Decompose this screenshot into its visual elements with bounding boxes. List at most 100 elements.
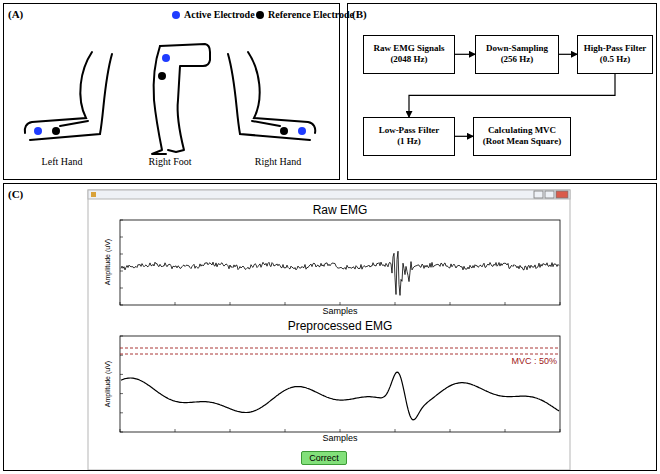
active-electrode	[298, 127, 306, 135]
arm-crease	[60, 121, 88, 126]
axis-tick	[395, 302, 396, 305]
drawing-stroke	[556, 191, 568, 198]
plot-frame	[120, 220, 560, 305]
legend-swatch	[172, 11, 180, 19]
axis-tick	[560, 429, 561, 432]
axis-tick	[120, 237, 123, 238]
process-box: Low-Pass Filter(1 Hz)	[363, 117, 455, 156]
legend-text: Reference Electrode	[268, 9, 354, 20]
leg-outline	[152, 46, 166, 154]
arm-outline	[248, 52, 315, 133]
panel: (B)Raw EMG Signals(2048 Hz)Down-Sampling…	[347, 3, 657, 180]
axis-tick	[450, 429, 451, 432]
limb-label: Right Hand	[255, 156, 301, 167]
process-box: Calculating MVC(Root Mean Square)	[473, 117, 571, 156]
reference-electrode	[52, 127, 60, 135]
box-text: (Root Mean Square)	[478, 136, 566, 147]
flow-arrow	[559, 54, 577, 55]
axis-tick	[560, 302, 561, 305]
arm-outline	[25, 52, 112, 140]
axis-tick	[120, 393, 123, 394]
reference-electrode	[158, 72, 166, 80]
app-window	[88, 190, 570, 470]
arm-outline	[228, 52, 315, 140]
axis-tick	[285, 429, 286, 432]
plot-label: Preprocessed EMG	[288, 320, 393, 333]
threshold-label: MVC : 50%	[511, 357, 557, 367]
axis-tick	[120, 220, 123, 221]
panel-label: (A)	[4, 6, 27, 22]
box-text: (0.5 Hz)	[582, 54, 648, 65]
drawing-stroke	[545, 191, 554, 198]
drawing-stroke	[534, 191, 543, 198]
axis-tick	[120, 271, 123, 272]
arm-outline	[30, 54, 112, 140]
box-text: (2048 Hz)	[368, 54, 450, 65]
process-box: Down-Sampling(256 Hz)	[475, 35, 559, 74]
axis-tick	[120, 429, 121, 432]
axis-tick	[120, 374, 123, 375]
legend-swatch	[256, 11, 264, 19]
axis-tick	[505, 429, 506, 432]
active-electrode	[162, 54, 170, 62]
window-buttons	[534, 191, 568, 198]
axis-tick	[120, 254, 123, 255]
flow-arrow	[455, 136, 473, 137]
button: Correct	[301, 451, 347, 465]
window-icon	[91, 192, 96, 197]
axis-tick	[340, 302, 341, 305]
axis-tick	[120, 336, 123, 337]
limb-label: Left Hand	[42, 156, 83, 167]
filtered-signal	[121, 372, 559, 420]
axis-tick	[120, 288, 123, 289]
panel-label: (C)	[4, 186, 27, 202]
threshold-line	[120, 348, 560, 349]
legend-text: Active Electrode	[184, 9, 255, 20]
axis-tick	[395, 429, 396, 432]
box-text: High-Pass Filter	[582, 43, 648, 54]
process-box: High-Pass Filter(0.5 Hz)	[577, 35, 653, 74]
panel: (A)	[3, 3, 340, 180]
title-bar	[88, 190, 570, 199]
axis-label: Amplitude (uV)	[104, 361, 112, 407]
axis-tick	[505, 302, 506, 305]
raw-signal	[121, 251, 559, 295]
axis-tick	[120, 412, 123, 413]
axis-tick	[230, 429, 231, 432]
button-label: Correct	[309, 453, 339, 463]
leg-outline	[160, 44, 210, 152]
axis-tick	[230, 302, 231, 305]
axis-tick	[450, 302, 451, 305]
axis-label: Amplitude (uV)	[104, 239, 112, 285]
plot-label: Raw EMG	[313, 204, 368, 217]
legend-entry: Active Electrode	[172, 9, 255, 20]
plot-label: Samples	[322, 434, 357, 444]
arm-outline	[25, 52, 92, 133]
flow-arrow	[409, 74, 615, 118]
box-text: Raw EMG Signals	[368, 43, 450, 54]
axis-tick	[175, 429, 176, 432]
limb-label: Right Foot	[148, 156, 191, 167]
arm-outline	[228, 54, 310, 140]
box-text: Low-Pass Filter	[368, 125, 450, 136]
flow-arrow	[455, 54, 475, 55]
axis-tick	[120, 432, 123, 433]
axis-tick	[175, 302, 176, 305]
axis-tick	[120, 305, 123, 306]
plot-label: Samples	[322, 307, 357, 317]
legend-entry: Reference Electrode	[256, 9, 354, 20]
axis-tick	[120, 355, 123, 356]
box-text: (256 Hz)	[480, 54, 554, 65]
plot-frame	[120, 336, 560, 432]
axis-tick	[340, 429, 341, 432]
axis-ticks	[120, 220, 560, 432]
arm-crease	[252, 121, 280, 126]
box-text: Down-Sampling	[480, 43, 554, 54]
threshold-line	[120, 354, 560, 355]
axis-tick	[120, 302, 121, 305]
process-box: Raw EMG Signals(2048 Hz)	[363, 35, 455, 74]
axis-tick	[285, 302, 286, 305]
box-text: Calculating MVC	[478, 125, 566, 136]
